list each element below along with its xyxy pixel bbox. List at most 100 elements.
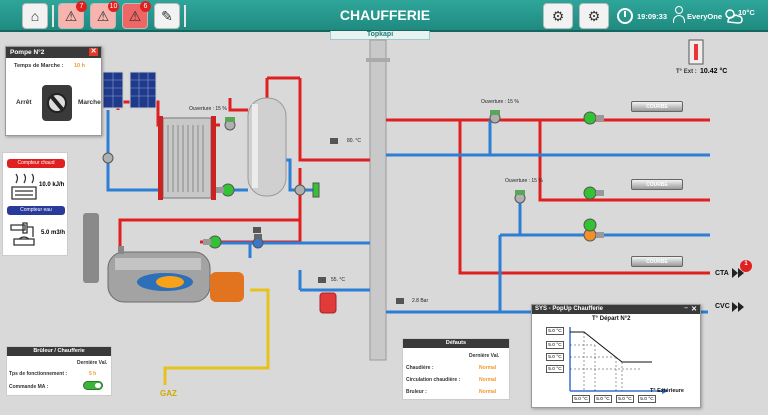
page-title: CHAUFFERIE — [339, 7, 431, 23]
minimize-icon[interactable]: – — [684, 305, 688, 312]
y-value-box[interactable]: 5.0 °C — [546, 365, 564, 373]
heat-meter-icon — [11, 173, 37, 200]
close-icon[interactable]: ✕ — [89, 48, 98, 56]
weather-icon — [725, 9, 743, 24]
heating-curve-line — [570, 331, 652, 363]
defect-row-value: Normal — [479, 365, 497, 371]
expansion-vessel — [319, 292, 337, 314]
user-icon — [673, 6, 685, 26]
toolbar-separator — [184, 5, 186, 27]
gas-pipe — [163, 288, 270, 385]
runtime-label: Tps de fonctionnement : — [9, 371, 68, 377]
water-meter-label: Compteur eau — [7, 206, 65, 215]
run-time-label: Temps de Marche : — [14, 63, 64, 69]
opening-3: Ouverture : 15 % — [505, 178, 543, 184]
alarm-icon: ⚠ — [96, 7, 110, 24]
water-meter-value: 5.0 m3/h — [41, 230, 66, 236]
alarm-icon: ⚠ — [128, 7, 142, 24]
x-value-box[interactable]: 5.0 °C — [594, 395, 612, 403]
storage-tank — [247, 97, 287, 197]
command-label: Commande MA : — [9, 384, 49, 390]
alarm-button-1[interactable]: ⚠7 — [58, 1, 87, 29]
temp-reading-2: 55. °C — [331, 277, 345, 283]
heating-curve-chart — [569, 327, 668, 394]
cvc-arrow-icon — [732, 302, 744, 312]
weather-temp: 10°C — [738, 8, 755, 17]
toolbar-separator — [52, 5, 54, 27]
burner-panel: Brûleur / Chaufferie Dernière Val. Tps d… — [6, 346, 112, 396]
pipe-icon: ⚙ — [587, 7, 601, 24]
alarm-icon: ⚠ — [64, 7, 78, 24]
command-toggle[interactable] — [83, 381, 103, 390]
x-value-box[interactable]: 5.0 °C — [638, 395, 656, 403]
heat-meter-label: Compteur chaud — [7, 159, 65, 168]
runtime-value: 5 h — [89, 371, 97, 377]
clock-time: 19:09:33 — [637, 12, 668, 21]
synoptic-button-1[interactable]: ⚙ — [543, 3, 573, 29]
alarm-button-3[interactable]: ⚠6 — [122, 1, 151, 29]
water-tap-icon — [10, 222, 35, 246]
home-button[interactable]: ⌂ — [22, 3, 48, 29]
burner-panel-title: Brûleur / Chaufferie — [7, 347, 111, 356]
courbe-button-3[interactable]: COURBE — [631, 256, 683, 267]
run-selector-switch[interactable] — [42, 85, 72, 121]
x-axis-label: T° Extérieure — [650, 388, 684, 394]
user-name[interactable]: EveryOne — [687, 12, 723, 21]
exterior-temp-label: T° Ext : — [676, 69, 697, 75]
pipe-icon: ⚙ — [551, 7, 565, 24]
alarm-button-2[interactable]: ⚠10 — [90, 1, 119, 29]
cta-badge-count: 1 — [744, 261, 748, 267]
gaz-label: GAZ — [160, 389, 177, 398]
y-value-box[interactable]: 5.0 °C — [546, 341, 564, 349]
pressure-reading: 2.8 Bar — [412, 298, 429, 304]
heating-curve-popup-header: SYS - PopUp Chaufferie – ✕ — [532, 305, 700, 314]
run-time-value: 10 h — [74, 63, 86, 69]
pump-popup-header: Pompe N°2 ✕ — [6, 47, 101, 58]
x-value-box[interactable]: 5.0 °C — [572, 395, 590, 403]
courbe-button-2[interactable]: COURBE — [631, 179, 683, 190]
opening-2: Ouverture : 15 % — [481, 99, 519, 105]
burner-col-header: Dernière Val. — [77, 360, 108, 366]
boiler — [83, 213, 244, 303]
alarm-count-badge: 7 — [76, 1, 87, 12]
collector-column — [369, 39, 387, 361]
edit-icon: ✎ — [161, 7, 173, 24]
close-icon[interactable]: ✕ — [691, 306, 697, 313]
y-value-box[interactable]: 5.0 °C — [546, 327, 564, 335]
stop-label: Arrêt — [16, 99, 32, 106]
defect-row-value: Normal — [479, 389, 497, 395]
courbe-button-1[interactable]: COURBE — [631, 101, 683, 112]
solar-panels — [102, 71, 157, 109]
defect-row-label: Chaudière : — [406, 365, 434, 371]
cvc-label: CVC — [715, 303, 730, 310]
chart-title: T° Départ N°2 — [592, 316, 631, 322]
pump-popup: Pompe N°2✕ Temps de Marche : 10 h Arrêt … — [5, 46, 102, 136]
popup-window-title: SYS - PopUp Chaufferie — [535, 306, 604, 312]
clock-icon — [617, 8, 633, 24]
pumps — [203, 111, 604, 249]
top-bar: ⌂ ⚠7 ⚠10 ⚠6 ✎ CHAUFFERIE ⚙ ⚙ 19:09:33 Ev… — [0, 0, 768, 32]
meters-card: Compteur chaud 10.0 kJ/h Compteur eau 5.… — [2, 152, 68, 256]
temp-reading-1: 80. °C — [347, 138, 361, 144]
defect-row-label: Circulation chaudière : — [406, 377, 461, 383]
x-value-box[interactable]: 5.0 °C — [616, 395, 634, 403]
cta-label: CTA — [715, 270, 729, 277]
opening-1: Ouverture : 15 % — [189, 106, 227, 112]
pump-popup-title: Pompe N°2 — [10, 49, 45, 56]
defects-panel-title: Défauts — [403, 339, 509, 348]
heating-curve-popup: SYS - PopUp Chaufferie – ✕ T° Départ N°2… — [531, 304, 701, 408]
defect-row-label: Bruleur : — [406, 389, 427, 395]
cta-arrow-icon — [732, 268, 744, 278]
valves — [102, 110, 526, 249]
heat-meter-value: 10.0 kJ/h — [39, 182, 65, 188]
synoptic-button-2[interactable]: ⚙ — [579, 3, 609, 29]
start-label: Marche — [78, 99, 101, 106]
alarm-count-badge: 6 — [140, 1, 151, 12]
heat-exchanger — [158, 116, 216, 200]
y-value-box[interactable]: 5.0 °C — [546, 353, 564, 361]
home-icon: ⌂ — [30, 8, 40, 24]
acknowledge-button[interactable]: ✎ — [154, 3, 180, 29]
cta-alarm-badge — [740, 260, 752, 272]
defects-panel: Défauts Dernière Val. Chaudière : Normal… — [402, 338, 510, 400]
